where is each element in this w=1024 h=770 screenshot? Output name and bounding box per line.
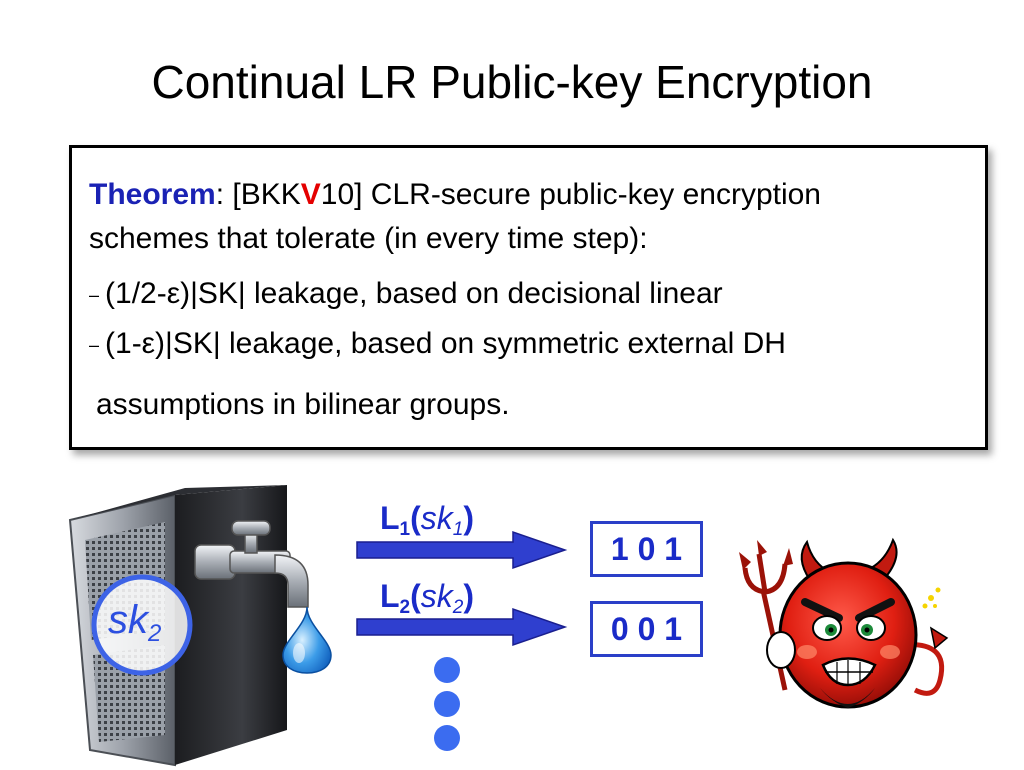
- server-key-label: sk2: [108, 595, 161, 659]
- theorem-line-2: schemes that tolerate (in every time ste…: [89, 222, 648, 255]
- theorem-label: Theorem: [89, 178, 216, 211]
- fn-name: L: [380, 578, 400, 614]
- arg-name: sk: [420, 500, 453, 536]
- theorem-cite-rest: 10] CLR-secure public-key encryption: [320, 178, 821, 211]
- leakage-function-label: L2(sk2): [380, 576, 474, 628]
- theorem-line-1: Theorem: [BKKV10] CLR-secure public-key …: [89, 175, 821, 215]
- fn-name: L: [380, 500, 400, 536]
- citation-highlight: V: [300, 178, 321, 211]
- arg-name: sk: [420, 578, 453, 614]
- bullet-text: (1-ε)|SK| leakage, based on symmetric ex…: [105, 327, 786, 360]
- ellipsis-dot: [434, 691, 460, 717]
- arg-index: 2: [452, 597, 464, 618]
- paren-open: (: [410, 578, 421, 614]
- key-index: 2: [148, 620, 162, 647]
- bullet-text: (1/2-ε)|SK| leakage, based on decisional…: [105, 277, 723, 310]
- paren-close: ): [463, 500, 475, 536]
- leakage-function-label: L1(sk1): [380, 498, 474, 550]
- theorem-box: Theorem: [BKKV10] CLR-secure public-key …: [69, 145, 988, 450]
- key-name: sk: [108, 598, 148, 642]
- ellipsis-dot: [434, 657, 460, 683]
- leaked-bits-box: 1 0 1: [590, 521, 703, 577]
- bullet-mark: –: [89, 285, 100, 306]
- fn-index: 1: [399, 519, 411, 540]
- ellipsis-dot: [434, 725, 460, 751]
- fn-index: 2: [399, 597, 411, 618]
- theorem-sep: : [BKK: [215, 178, 301, 211]
- leak-arrow: [356, 607, 568, 647]
- water-drop-icon: [282, 606, 332, 674]
- slide-title: Continual LR Public-key Encryption: [151, 56, 873, 108]
- paren-open: (: [410, 500, 421, 536]
- paren-close: ): [463, 578, 475, 614]
- bullet-item: –(1-ε)|SK| leakage, based on symmetric e…: [89, 324, 786, 365]
- key-circle: [91, 574, 193, 676]
- leak-arrow: [356, 530, 568, 570]
- leaked-bits-box: 0 0 1: [590, 601, 703, 657]
- arg-index: 1: [452, 519, 464, 540]
- theorem-closing: assumptions in bilinear groups.: [96, 388, 510, 421]
- bullet-mark: –: [89, 335, 100, 356]
- devil-adversary-icon: [739, 537, 949, 709]
- bullet-item: –(1/2-ε)|SK| leakage, based on decisiona…: [89, 274, 723, 315]
- faucet-icon: [194, 520, 309, 608]
